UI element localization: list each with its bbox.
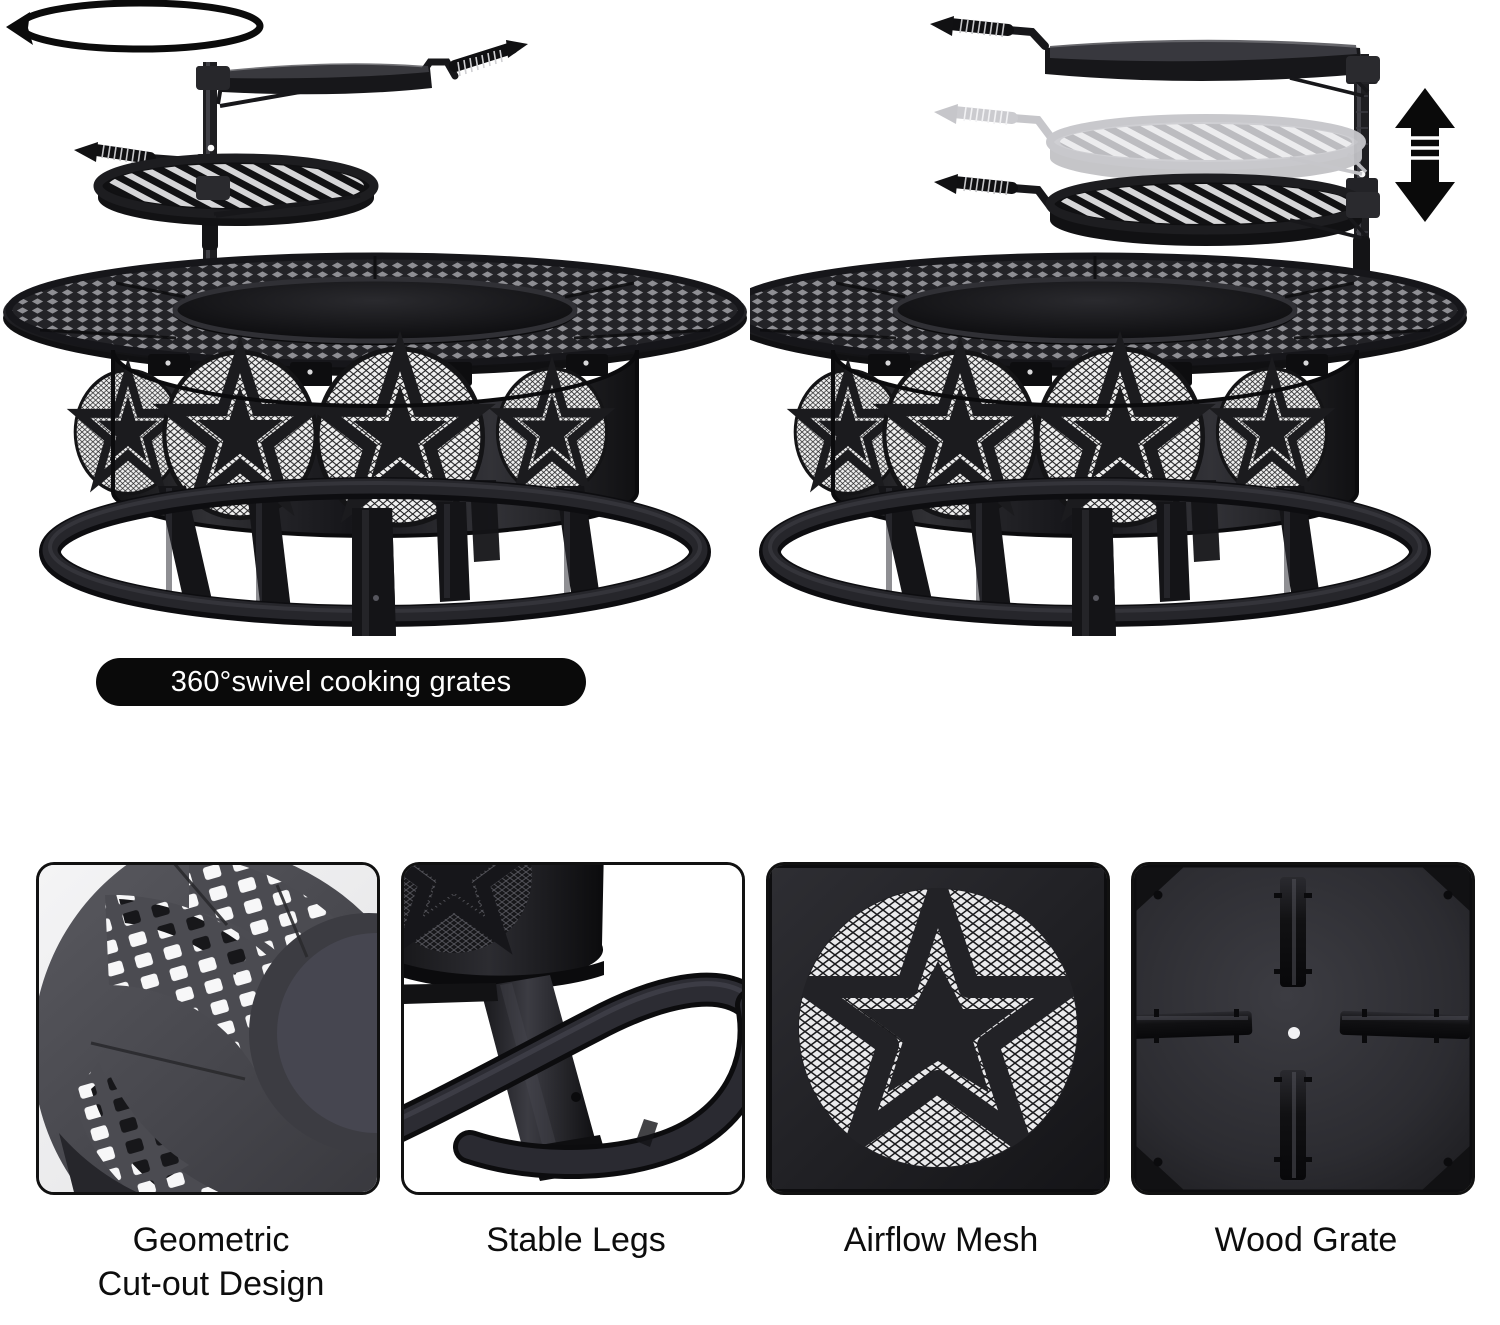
feature-card-geometric: Geometric Cut-out Design — [36, 862, 386, 1306]
geometric-cutout-thumbnail — [36, 862, 380, 1195]
feature-caption-geometric-line1: Geometric — [132, 1221, 290, 1259]
grate-handle-coil-upper — [449, 40, 528, 77]
feature-card-wood-grate: Wood Grate — [1131, 862, 1481, 1263]
airflow-mesh-thumbnail — [766, 862, 1110, 1195]
fire-pit-left — [3, 252, 747, 636]
cooking-grate-ghost — [934, 104, 1368, 182]
feature-panel-swivel: 360°swivel cooking grates — [0, 0, 750, 730]
grate-handle-coil-lower — [74, 142, 156, 166]
adjustable-diagram-svg — [750, 16, 1467, 636]
swivel-diagram-svg — [3, 0, 747, 636]
feature-card-airflow-mesh: Airflow Mesh — [766, 862, 1116, 1263]
feature-panel-adjustable: Adjustable up and down — [750, 0, 1500, 730]
rotation-arrow-icon — [6, 0, 264, 53]
grate-handle-coil-top — [930, 16, 1014, 38]
feature-caption-geometric: Geometric Cut-out Design — [36, 1219, 386, 1306]
grate-handle-coil-bottom — [934, 174, 1018, 196]
stable-legs-thumbnail — [401, 862, 745, 1195]
cooking-grate-lower — [74, 142, 379, 226]
cooking-grate-bottom — [934, 173, 1380, 246]
feature-card-stable-legs: Stable Legs — [401, 862, 751, 1263]
radial-bars — [1134, 877, 1471, 1180]
feature-caption-stable-legs: Stable Legs — [401, 1219, 751, 1263]
hero-section: 360°swivel cooking grates — [0, 0, 1500, 730]
feature-caption-wood-grate: Wood Grate — [1131, 1219, 1481, 1263]
feature-thumbnail-row: Geometric Cut-out Design — [0, 840, 1500, 1325]
fire-pit-right — [750, 252, 1467, 636]
feature-caption-stable-legs-line1: Stable Legs — [486, 1221, 666, 1259]
up-down-arrow-icon — [1395, 88, 1455, 222]
cooking-grate-top — [930, 16, 1380, 98]
feature-caption-airflow-mesh: Airflow Mesh — [766, 1219, 1116, 1263]
caption-pill-swivel-label: 360°swivel cooking grates — [170, 665, 512, 698]
cooking-grate-upper — [196, 40, 528, 108]
grate-handle-coil-ghost — [934, 104, 1018, 126]
feature-caption-wood-grate-line1: Wood Grate — [1214, 1221, 1398, 1259]
swivel-illustration — [0, 0, 750, 640]
adjustable-illustration — [750, 0, 1500, 640]
wood-grate-thumbnail — [1131, 862, 1475, 1195]
base-ring-tube — [404, 972, 742, 1142]
feature-caption-geometric-line2: Cut-out Design — [97, 1264, 325, 1303]
feature-caption-airflow-mesh-line1: Airflow Mesh — [843, 1221, 1039, 1259]
caption-pill-swivel: 360°swivel cooking grates — [96, 658, 586, 706]
